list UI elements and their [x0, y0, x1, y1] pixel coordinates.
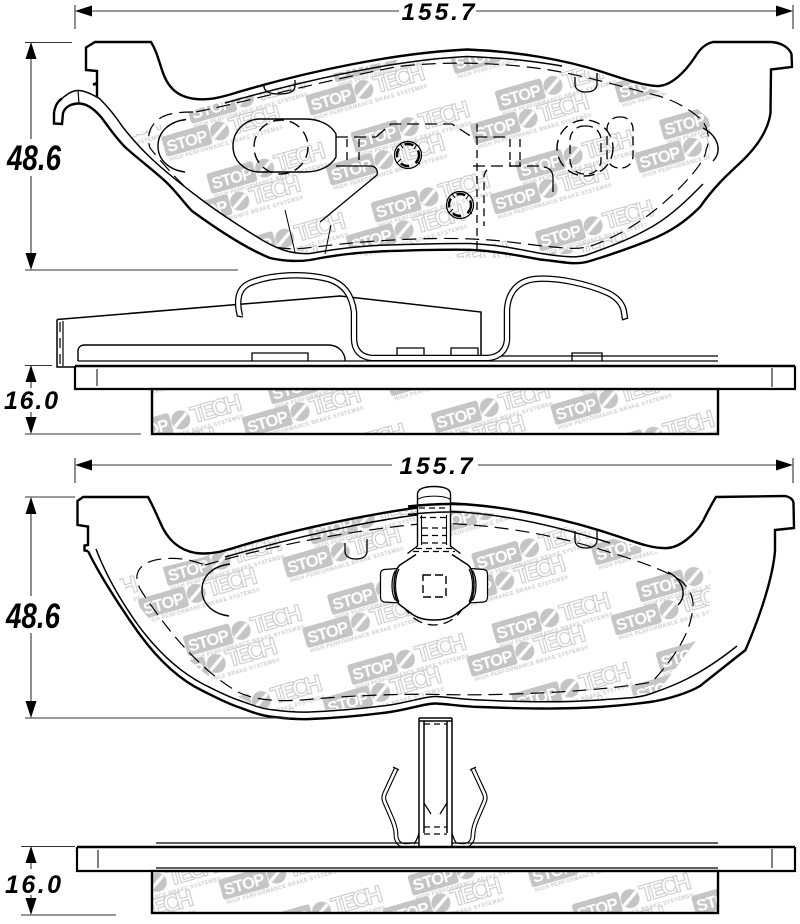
svg-text:16.0: 16.0 — [5, 871, 61, 899]
svg-text:48.6: 48.6 — [5, 597, 60, 636]
svg-text:155.7: 155.7 — [400, 453, 474, 480]
svg-text:155.7: 155.7 — [402, 0, 476, 26]
svg-text:48.6: 48.6 — [6, 139, 61, 178]
svg-text:16.0: 16.0 — [4, 387, 58, 415]
